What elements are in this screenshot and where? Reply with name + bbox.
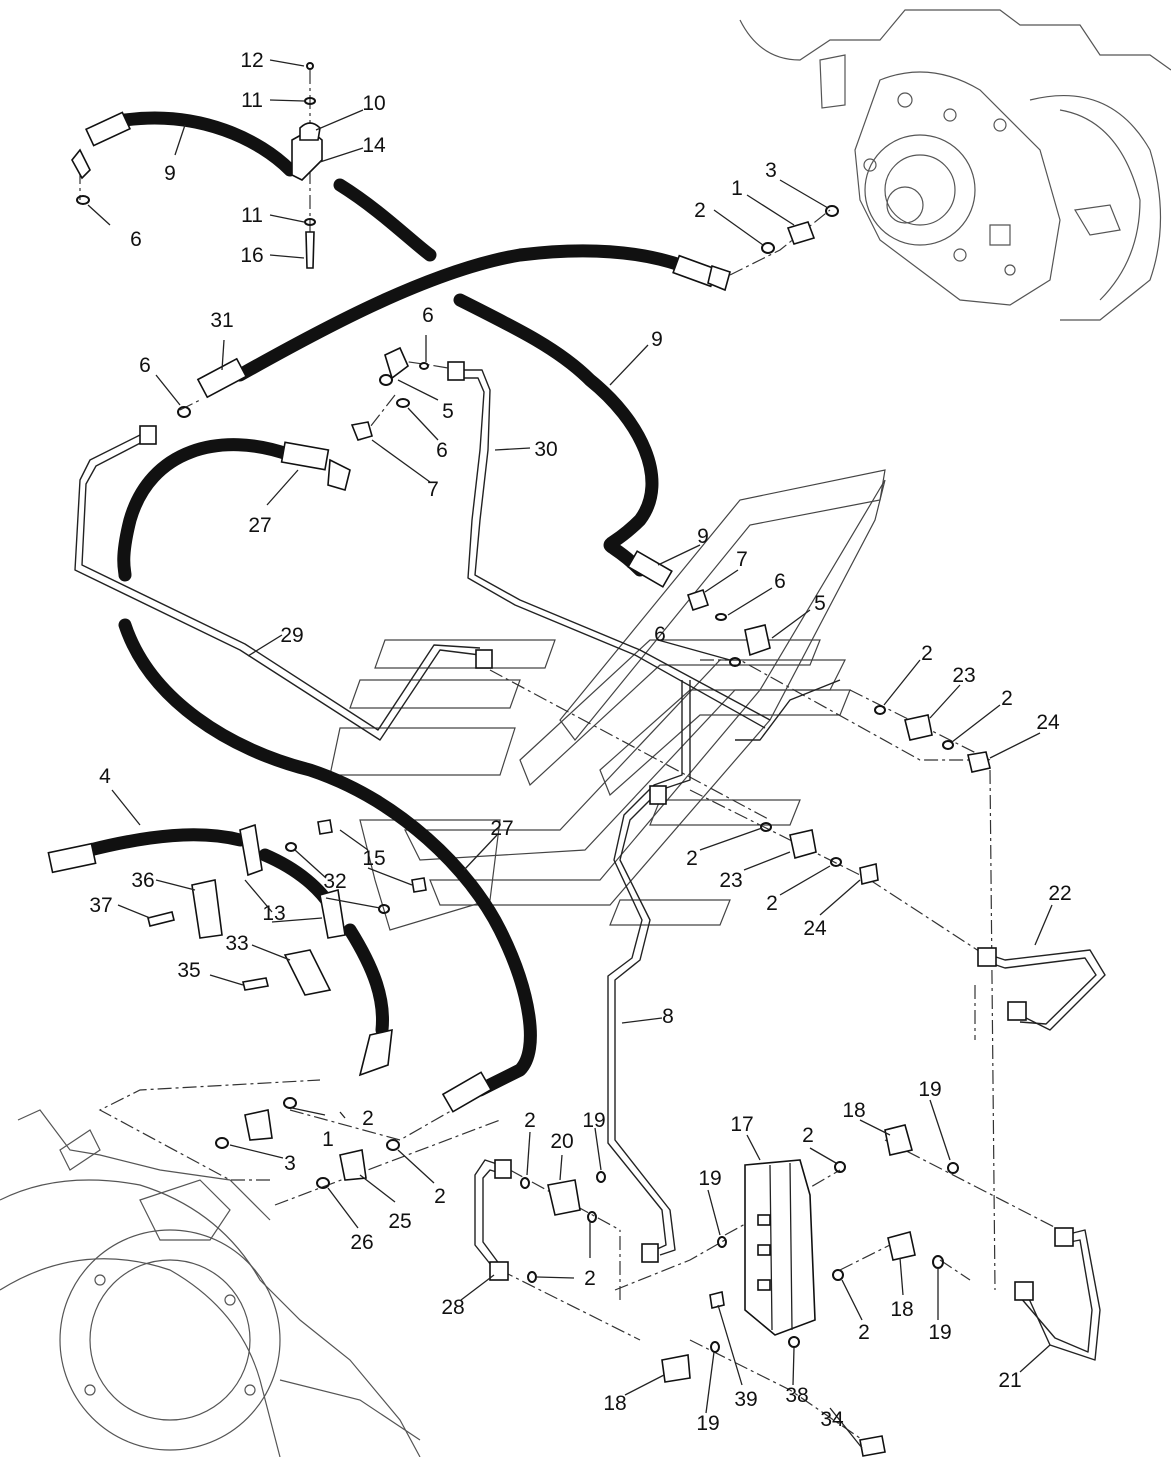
- callout-6-b: 6: [422, 304, 434, 327]
- callout-9-right: 9: [651, 328, 663, 351]
- callout-33: 33: [225, 932, 248, 955]
- callout-29: 29: [280, 624, 303, 647]
- callout-labels: 12 11 10 14 9 6 11 16 3 1 2 31 6 6 9 5 6…: [89, 49, 1071, 1435]
- callout-2-j: 2: [858, 1321, 870, 1344]
- callout-14: 14: [362, 134, 386, 157]
- callout-24-b: 24: [803, 917, 827, 940]
- hose-9: [71, 111, 673, 588]
- callout-18-a: 18: [842, 1099, 865, 1122]
- callout-39: 39: [734, 1388, 757, 1411]
- transmission-housing: [739, 9, 1171, 321]
- callout-35: 35: [177, 959, 200, 982]
- callout-6-a: 6: [139, 354, 151, 377]
- tube-30: [447, 361, 771, 729]
- center-lines: [79, 70, 1061, 1446]
- callout-21: 21: [998, 1369, 1021, 1392]
- callout-18-b: 18: [603, 1392, 626, 1415]
- callout-23-a: 23: [952, 664, 975, 687]
- callout-10: 10: [362, 92, 385, 115]
- callout-8: 8: [662, 1005, 674, 1028]
- callout-32: 32: [323, 870, 346, 893]
- callout-6-topleft: 6: [130, 228, 142, 251]
- callout-27-top: 27: [248, 514, 271, 537]
- callout-16: 16: [240, 244, 263, 267]
- callout-19-c: 19: [698, 1167, 721, 1190]
- callout-28: 28: [441, 1296, 464, 1319]
- callout-2-g: 2: [802, 1124, 814, 1147]
- callout-2-top: 2: [694, 199, 706, 222]
- callout-2-d: 2: [766, 892, 778, 915]
- hose-27: [117, 438, 537, 1113]
- callout-9-topleft: 9: [164, 162, 176, 185]
- callout-26: 26: [350, 1231, 373, 1254]
- callout-1-top: 1: [731, 177, 743, 200]
- callout-6-d: 6: [774, 570, 786, 593]
- watermark-logo: [329, 469, 886, 931]
- callout-9-mid: 9: [697, 525, 709, 548]
- callout-19-d: 19: [696, 1412, 719, 1435]
- callout-2-c: 2: [686, 847, 698, 870]
- callout-37: 37: [89, 894, 112, 917]
- callout-11-top: 11: [241, 89, 263, 112]
- leader-lines: [87, 59, 1053, 1449]
- callout-38: 38: [785, 1384, 808, 1407]
- callout-24-a: 24: [1036, 711, 1060, 734]
- callout-22: 22: [1048, 882, 1071, 905]
- callout-6-e: 6: [654, 623, 666, 646]
- callout-7-b: 7: [736, 548, 748, 571]
- callout-18-c: 18: [890, 1298, 913, 1321]
- callout-5-a: 5: [442, 400, 454, 423]
- callout-19-a: 19: [582, 1109, 605, 1132]
- axle-housing: [0, 1109, 421, 1457]
- hose-31: [196, 244, 731, 399]
- tube-21: [1014, 1227, 1101, 1361]
- callout-2-b: 2: [1001, 687, 1013, 710]
- tube-22: [735, 679, 1106, 1031]
- callout-19-e: 19: [928, 1321, 951, 1344]
- callout-6-c: 6: [436, 439, 448, 462]
- fittings: [76, 62, 991, 1457]
- callout-15: 15: [362, 847, 385, 870]
- callout-30: 30: [534, 438, 557, 461]
- callout-17: 17: [730, 1113, 753, 1136]
- callout-34: 34: [820, 1408, 844, 1431]
- tube-28: [474, 1159, 512, 1281]
- callout-2-f: 2: [524, 1109, 536, 1132]
- callout-4: 4: [99, 765, 111, 788]
- callout-7-a: 7: [427, 478, 439, 501]
- callout-3-bottom: 3: [284, 1152, 296, 1175]
- callout-25: 25: [388, 1210, 411, 1233]
- callout-36: 36: [131, 869, 154, 892]
- callout-20: 20: [550, 1130, 573, 1153]
- callout-27-mid: 27: [490, 817, 513, 840]
- callout-11-mid: 11: [241, 204, 263, 227]
- callout-3-top: 3: [765, 159, 777, 182]
- callout-19-b: 19: [918, 1078, 941, 1101]
- callout-2-h: 2: [434, 1185, 446, 1208]
- callout-13: 13: [262, 902, 285, 925]
- tube-8: [607, 680, 691, 1263]
- callout-2-e: 2: [362, 1107, 374, 1130]
- callout-23-b: 23: [719, 869, 742, 892]
- callout-2-a: 2: [921, 642, 933, 665]
- callout-5-b: 5: [814, 592, 826, 615]
- callout-12: 12: [240, 49, 263, 72]
- tube-29: [74, 425, 493, 741]
- callout-1-bottom: 1: [322, 1128, 334, 1151]
- callout-2-i: 2: [584, 1267, 596, 1290]
- callout-31: 31: [210, 309, 233, 332]
